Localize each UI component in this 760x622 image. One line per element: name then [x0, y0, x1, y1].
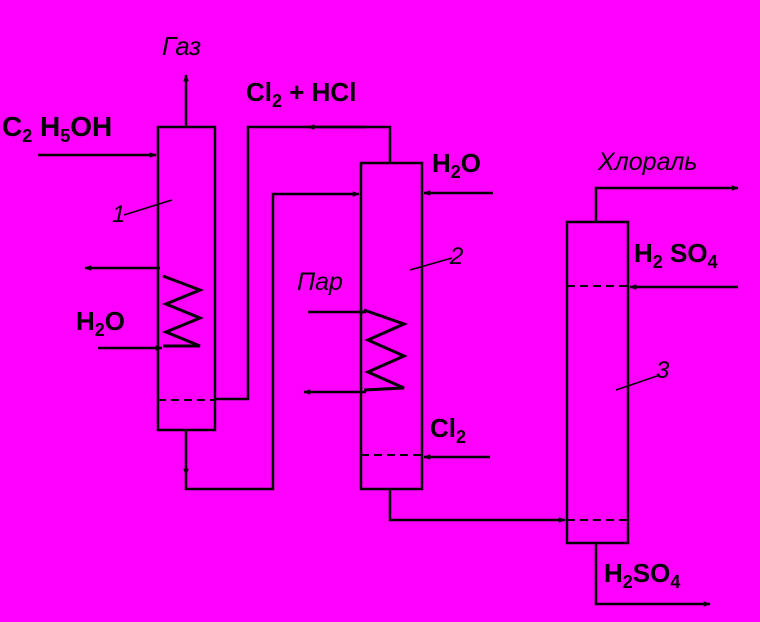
gas-label: Газ: [162, 31, 201, 61]
acid-outlet-label: H2SO4: [604, 558, 680, 592]
column-2-leader: [409, 257, 453, 271]
cl2-hcl-label: Cl2 + HCl: [246, 77, 356, 111]
column-1-heating-coil: [162, 274, 205, 348]
column-3-leader: [615, 374, 661, 391]
column-2: [359, 161, 424, 491]
chlorine-label: Cl2: [430, 413, 466, 447]
acid-feed-label: H2 SO4: [634, 238, 718, 272]
chloral-label: Хлораль: [597, 148, 697, 176]
column-1-number: 1: [112, 201, 125, 228]
column-2-water-label: H2O: [432, 148, 481, 182]
column-2-heating-coil: [363, 308, 409, 392]
column-1-water-label: H2O: [76, 306, 125, 340]
ethanol-label: C2 H5OH: [2, 111, 112, 146]
chloral-outlet-line: [594, 185, 739, 222]
acid-outlet-line: [594, 543, 711, 607]
column-3-number: 3: [656, 357, 670, 384]
column-3: [565, 220, 630, 545]
steam-label: Пар: [297, 268, 343, 296]
cl2-hcl-recycle-line: [216, 125, 392, 401]
liquid-transfer-line: [184, 191, 360, 491]
column-1-leader: [123, 199, 173, 216]
column-2-to-column-3-line: [388, 489, 566, 523]
column-2-number: 2: [449, 243, 463, 270]
